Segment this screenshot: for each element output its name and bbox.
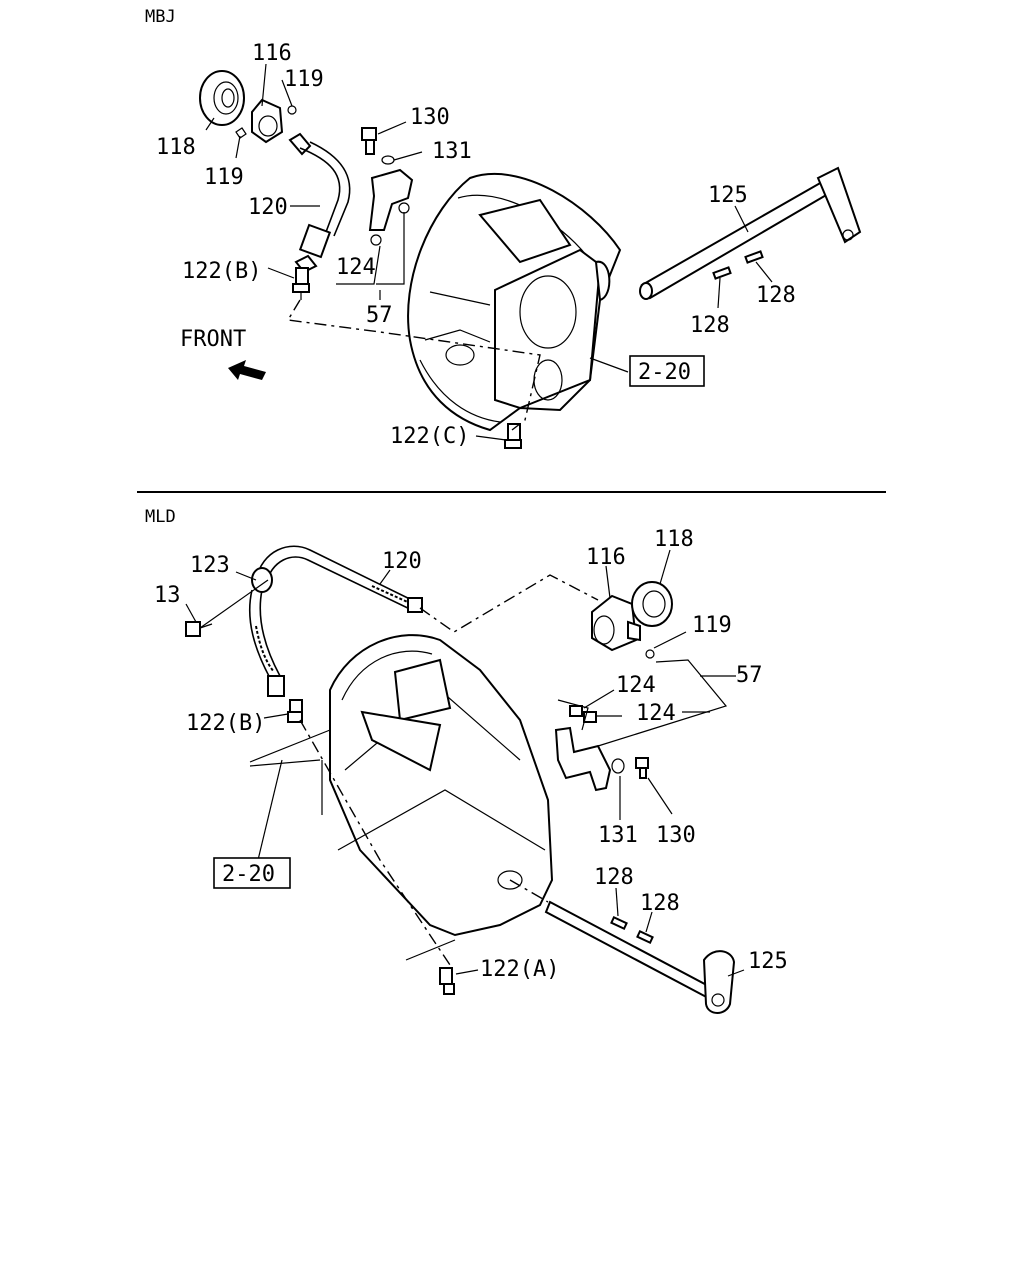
label-128b-bottom: 128	[640, 891, 680, 916]
ref-box-top	[629, 355, 705, 387]
bleeder-122b-top	[292, 267, 310, 300]
front-label: FRONT	[180, 327, 246, 352]
clutch-housing-bottom	[249, 634, 554, 937]
label-118-bottom: 118	[654, 527, 694, 552]
fork-57-bottom	[554, 699, 612, 792]
bleeder-122a-bottom	[439, 967, 455, 995]
label-119b-top: 119	[204, 165, 244, 190]
label-57-bottom: 57	[736, 663, 763, 688]
key-128b-top	[744, 250, 764, 264]
label-118-top: 118	[156, 135, 196, 160]
bleeder-122c-top	[504, 423, 522, 449]
clip-119b-top	[235, 127, 247, 139]
section-label-mld: MLD	[145, 507, 176, 527]
bolt-130-bottom	[635, 757, 649, 779]
label-124b-bottom: 124	[636, 701, 676, 726]
label-125-top: 125	[708, 183, 748, 208]
shaft-125-bottom	[544, 900, 736, 1014]
routing-line-bottom-c	[509, 879, 549, 903]
label-122b-top: 122(B)	[182, 259, 261, 284]
housing-edge-bottom	[405, 939, 456, 961]
bolt-130-top	[361, 127, 377, 155]
clip-119a-top	[287, 105, 297, 115]
sleeve-116-top	[251, 98, 284, 144]
label-131-bottom: 131	[598, 823, 638, 848]
ref-box-bottom	[213, 857, 291, 889]
label-116-bottom: 116	[586, 545, 626, 570]
leader-lines-top	[205, 63, 773, 441]
routing-line-bottom-b	[299, 719, 453, 969]
label-120-top: 120	[248, 195, 288, 220]
fork-57-top	[368, 168, 414, 246]
label-119-bottom: 119	[692, 613, 732, 638]
label-122c-top: 122(C)	[390, 424, 469, 449]
clutch-housing-top	[407, 172, 622, 432]
sleeve-116-bottom	[591, 594, 641, 652]
label-124a-bottom: 124	[616, 673, 656, 698]
label-122a-bottom: 122(A)	[480, 957, 559, 982]
routing-line-bottom-a	[419, 574, 599, 633]
section-label-mbj: MBJ	[145, 7, 176, 27]
leader-lines-bottom	[185, 549, 745, 977]
hose-120-top	[288, 132, 351, 274]
label-123-bottom: 123	[190, 553, 230, 578]
label-122b-bottom: 122(B)	[186, 711, 265, 736]
bolt-13-bottom	[185, 621, 213, 637]
bearing-118-bottom	[631, 581, 673, 627]
clip-119-bottom	[645, 649, 655, 659]
label-131-top: 131	[432, 139, 472, 164]
key-128a-top	[712, 266, 732, 280]
label-57-top: 57	[366, 303, 393, 328]
label-119a-top: 119	[284, 67, 324, 92]
front-arrow-icon	[228, 360, 266, 380]
label-128a-top: 128	[690, 313, 730, 338]
shaft-125-top	[639, 166, 862, 300]
ref-label-top: 2-20	[638, 360, 691, 385]
label-128b-top: 128	[756, 283, 796, 308]
washer-131-top	[381, 155, 395, 165]
routing-line-top	[286, 299, 541, 431]
label-120-bottom: 120	[382, 549, 422, 574]
label-130-top: 130	[410, 105, 450, 130]
label-128a-bottom: 128	[594, 865, 634, 890]
key-128b-bottom	[636, 929, 654, 945]
hose-120-bottom	[248, 545, 423, 697]
washer-131-bottom	[611, 758, 625, 774]
label-116-top: 116	[252, 41, 292, 66]
key-128a-bottom	[610, 915, 628, 931]
bleeder-122b-bottom	[287, 699, 303, 723]
ref-label-bottom: 2-20	[222, 862, 275, 887]
label-13-bottom: 13	[154, 583, 181, 608]
label-130-bottom: 130	[656, 823, 696, 848]
bearing-118-top	[199, 70, 245, 126]
label-125-bottom: 125	[748, 949, 788, 974]
label-124-top: 124	[336, 255, 376, 280]
